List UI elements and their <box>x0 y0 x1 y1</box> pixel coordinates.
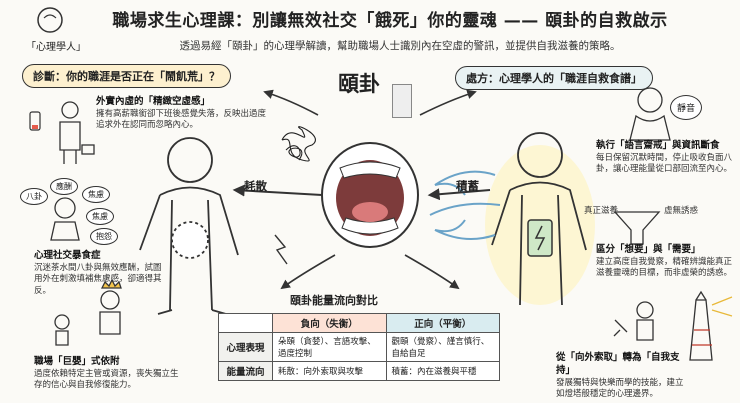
treatment-note-1-title: 執行「語言齋戒」與資訊斷食 <box>596 140 720 151</box>
diagnosis-note-3-title: 職場「巨嬰」式依附 <box>34 356 120 367</box>
row-header-energy: 能量流向 <box>218 361 273 381</box>
cell-energy-negative: 耗散：向外索取與攻擊 <box>272 361 387 381</box>
thinking-head-icon <box>37 7 63 33</box>
person-with-tools-icon <box>613 301 654 341</box>
arrow-to-treatment <box>419 89 477 116</box>
battery-low-icon <box>29 111 41 131</box>
column-positive-header: 正向（平衡） <box>385 313 500 333</box>
diagnosis-note-3: 職場「巨嬰」式依附 過度依賴特定主管或資源，喪失獨立生存的信心與自我修復能力。 <box>34 356 184 392</box>
bubble-gossip: 八卦 <box>20 188 48 205</box>
treatment-note-2-title: 區分「想要」與「需要」 <box>596 244 701 255</box>
bubble-complaint: 抱怨 <box>90 228 118 245</box>
row-header-psych: 心理表現 <box>218 332 273 362</box>
hollow-person-figure <box>139 137 239 315</box>
treatment-note-1-body: 每日保留沉默時間，停止吸收負面八卦，讓心理能量從口部回流至內心。 <box>596 152 733 175</box>
page-subtitle: 透過易經「頤卦」的心理學解讀，幫助職場人士識別內在空虛的警訊，並提供自我滋養的策… <box>179 40 621 52</box>
businessman-icon <box>59 101 95 164</box>
lighthouse-icon <box>689 290 733 361</box>
arrow-to-table-right <box>404 254 460 290</box>
treatment-note-3-body: 發展獨特與快樂而學的技能，建立如燈塔般穩定的心理邊界。 <box>556 377 684 400</box>
bubble-anxiety-2: 焦慮 <box>86 208 114 225</box>
treatment-note-2: 區分「想要」與「需要」 建立高度自我覺察，精確辨識能真正滋養靈魂的目標，而非虛榮… <box>596 244 736 280</box>
outflow-label: 耗散 <box>244 179 267 193</box>
hexagram-title: 頤卦 <box>338 72 380 96</box>
funnel-icon <box>613 211 661 245</box>
treatment-note-2-body: 建立高度自我覺察，精確辨識能真正滋養靈魂的目標，而非虛榮的誘惑。 <box>596 256 733 279</box>
table-row: 心理表現 朵頤（貪婪）、言語攻擊、過度控制 觀頤（覺察）、謹言慎行、自給自足 <box>218 332 500 362</box>
meditating-monk-icon <box>629 87 671 141</box>
treatment-note-1: 執行「語言齋戒」與資訊斷食 每日保留沉默時間，停止吸收負面八卦，讓心理能量從口部… <box>596 140 736 176</box>
brand-label: 「心理學人」 <box>26 42 86 53</box>
treatment-note-3: 從「向外索取」轉為「自我支持」 發展獨特與快樂而學的技能，建立如燈塔般穩定的心理… <box>556 352 686 401</box>
treatment-heading: 處方：心理學人的「職涯自救食譜」 <box>455 66 653 90</box>
diagnosis-note-3-body: 過度依賴特定主管或資源，喪失獨立生存的信心與自我修復能力。 <box>34 368 179 391</box>
glowing-person-figure <box>485 132 595 306</box>
comparison-table: 負向（失衡） 正向（平衡） 心理表現 朵頤（貪婪）、言語攻擊、過度控制 觀頤（覺… <box>218 313 500 381</box>
crowned-person-icon <box>54 278 122 346</box>
inflow-label: 積蓄 <box>456 179 479 193</box>
diagnosis-note-1: 外實內虛的「精緻空虛感」 擁有高薪職銜卻下班後感覺失落，反映出過度追求外在認同而… <box>96 96 268 132</box>
page-title: 職場求生心理課：別讓無效社交「餓死」你的靈魂 —— 頤卦的自救啟示 <box>112 11 668 31</box>
quiet-bubble: 靜音 <box>670 95 703 120</box>
table-header-row: 負向（失衡） 正向（平衡） <box>218 313 500 333</box>
cell-energy-positive: 積蓄：內在滋養與平穩 <box>385 361 500 381</box>
outflow-arrow <box>232 184 323 197</box>
diagnosis-heading: 診斷：你的職涯是否正在「鬧飢荒」？ <box>22 64 231 88</box>
cell-psych-positive: 觀頤（覺察）、謹言慎行、自給自足 <box>385 332 500 362</box>
stressed-person-icon <box>50 197 80 241</box>
table-corner-cell <box>218 313 273 333</box>
funnel-left-label: 真正滋養 <box>584 206 619 216</box>
funnel-right-label: 虛無誘惑 <box>664 206 699 216</box>
chaos-scribble-icon <box>281 126 316 162</box>
treatment-note-3-title: 從「向外索取」轉為「自我支持」 <box>556 352 680 376</box>
arrow-to-table-left <box>280 254 336 290</box>
table-row: 能量流向 耗散：向外索取與攻擊 積蓄：內在滋養與平穩 <box>218 361 500 381</box>
cell-psych-negative: 朵頤（貪婪）、言語攻擊、過度控制 <box>272 332 387 362</box>
diagnosis-note-1-body: 擁有高薪職銜卻下班後感覺失落，反映出過度追求外在認同而忽略內心。 <box>96 108 267 131</box>
bubble-socializing: 應酬 <box>50 178 78 195</box>
arrow-to-diagnosis <box>263 89 319 116</box>
diagnosis-note-2-title: 心理社交暴食症 <box>34 250 101 261</box>
inflow-arrow <box>427 188 491 201</box>
open-mouth-icon <box>321 142 419 248</box>
wind-swirl-icon <box>429 170 501 240</box>
comparison-table-title: 頤卦能量流向對比 <box>290 294 378 307</box>
bubble-anxiety-1: 焦慮 <box>82 186 110 203</box>
hexagram-symbol <box>392 84 412 118</box>
diagnosis-note-2: 心理社交暴食症 沉迷茶水間八卦與無效應酬，試圖用外在刺激填補焦慮感，卻適得其反。 <box>34 250 164 297</box>
column-negative-header: 負向（失衡） <box>272 313 387 333</box>
diagnosis-note-2-body: 沉迷茶水間八卦與無效應酬，試圖用外在刺激填補焦慮感，卻適得其反。 <box>34 262 162 296</box>
lightning-icon <box>274 234 288 265</box>
diagnosis-note-1-title: 外實內虛的「精緻空虛感」 <box>96 96 211 107</box>
